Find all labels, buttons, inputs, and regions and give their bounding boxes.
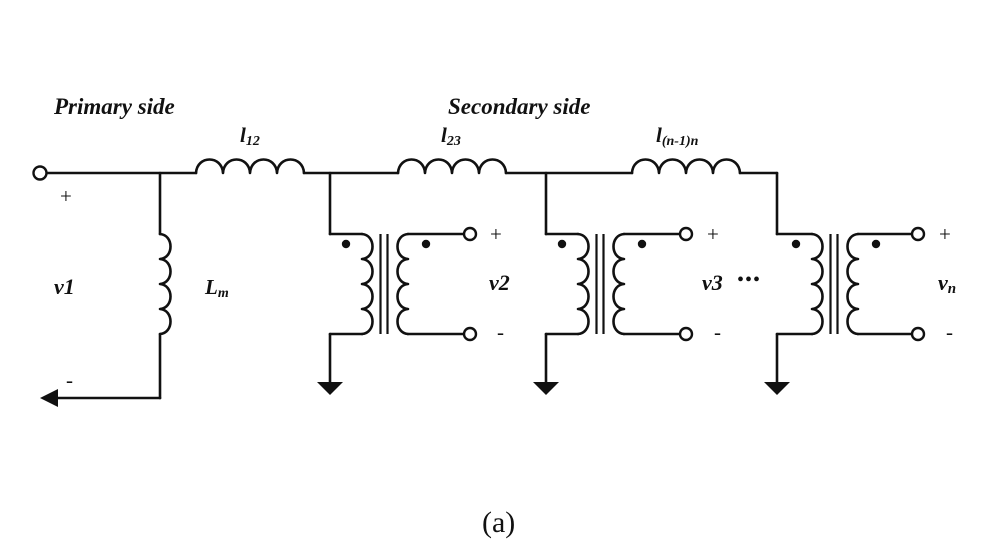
port2-minus-sign: - [497,320,504,344]
primary-minus-sign: - [66,368,73,392]
stage-n-ground-icon [764,382,790,395]
stage-n-secondary-winding [846,232,860,336]
stage-n-plus-terminal [910,226,926,242]
inductor-lnn-label: l(n-1)n [656,123,699,149]
portn-plus-sign: + [939,222,951,246]
stage-2-plus-terminal [462,226,478,242]
port3-minus-sign: - [714,320,721,344]
secondary-side-label: Secondary side [448,94,591,119]
stage-2-polarity-dot [341,239,351,249]
return-arrow [40,389,58,407]
portn-minus-sign: - [946,320,953,344]
primary-plus-sign: + [60,184,72,208]
port3-plus-sign: + [707,222,719,246]
figure-caption: (a) [482,506,516,539]
stage-3-polarity-dot [637,239,647,249]
series-inductor-l12 [194,158,306,175]
ellipsis-dots: ••• [737,269,762,291]
stage-3-plus-terminal [678,226,694,242]
port3-voltage-label: v3 [702,270,723,295]
primary-voltage-label: v1 [54,274,75,299]
stage-3-secondary-winding [612,232,626,336]
portn-voltage-label: vn [938,270,957,297]
inductor-l23-label: l23 [441,123,461,149]
stage-3-ground-icon [533,382,559,395]
inductor-l12-label: l12 [240,123,260,149]
primary-side-label: Primary side [54,94,175,119]
primary-terminal [32,165,48,181]
stage-3-polarity-dot [557,239,567,249]
magnetizing-inductor-lm [158,232,172,336]
stage-3-primary-winding [576,232,590,336]
stage-n-primary-winding [810,232,824,336]
stage-2-secondary-winding [396,232,410,336]
stage-n-polarity-dot [791,239,801,249]
magnetizing-inductance-label: Lm [205,275,229,301]
stage-2-polarity-dot [421,239,431,249]
stage-n-polarity-dot [871,239,881,249]
port2-voltage-label: v2 [489,270,510,295]
stage-2-primary-winding [360,232,374,336]
port2-plus-sign: + [490,222,502,246]
stage-2-ground-icon [317,382,343,395]
series-inductor-lnn [630,158,742,175]
stage-2-minus-terminal [462,326,478,342]
stage-3-minus-terminal [678,326,694,342]
stage-n-minus-terminal [910,326,926,342]
series-inductor-l23 [396,158,508,175]
